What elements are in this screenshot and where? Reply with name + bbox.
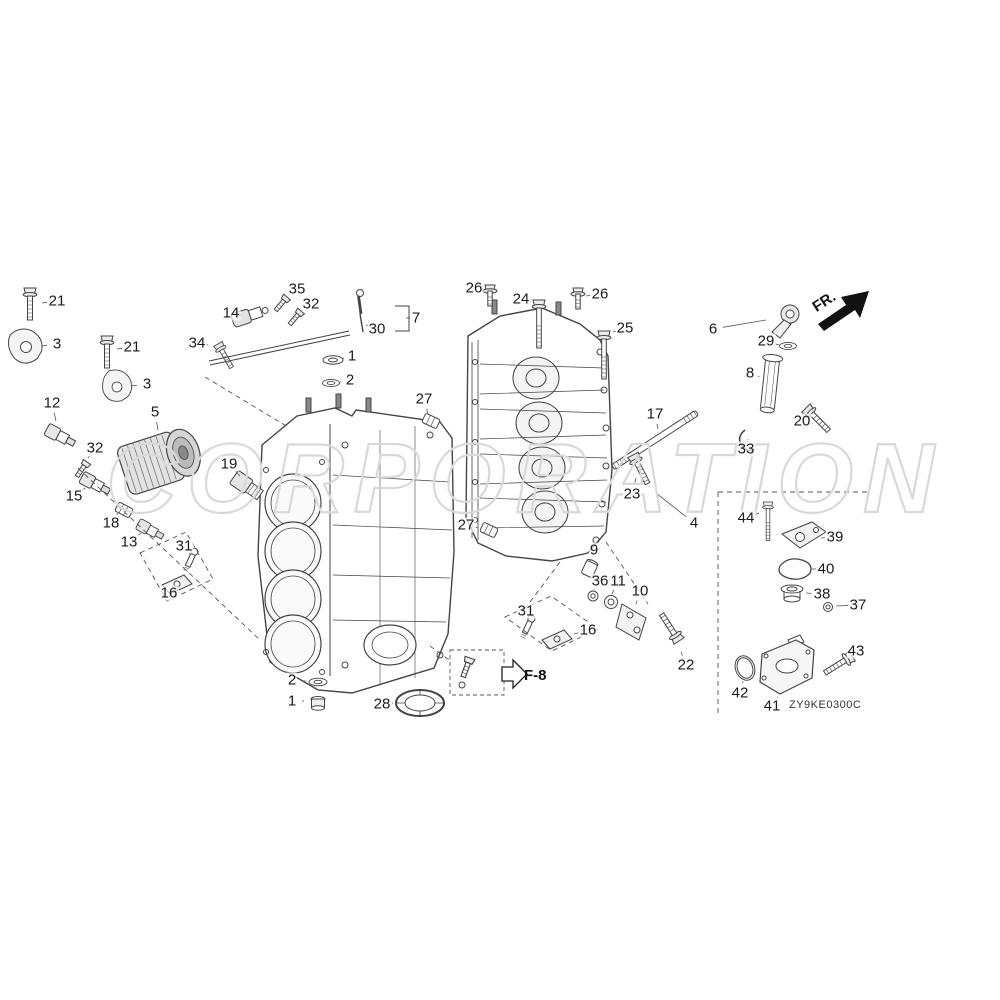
part-clamp-3b — [102, 369, 133, 402]
callout-31: 31 — [174, 537, 194, 555]
bracket-7 — [395, 305, 410, 332]
callout-8: 8 — [744, 364, 756, 382]
callout-24: 24 — [511, 290, 531, 308]
callout-42: 42 — [730, 684, 750, 702]
fr-arrow-icon — [818, 291, 869, 331]
callout-5: 5 — [149, 403, 161, 421]
callout-38: 38 — [812, 585, 832, 603]
part-bolt-21a — [22, 287, 38, 321]
callout-16: 16 — [578, 621, 598, 639]
callout-26: 26 — [464, 279, 484, 297]
callout-12: 12 — [42, 394, 62, 412]
callout-41: 41 — [762, 697, 782, 715]
part-cylinder-block — [257, 393, 455, 694]
callout-31: 31 — [516, 602, 536, 620]
part-bolt-26b — [570, 287, 586, 310]
callout-36: 36 — [590, 572, 610, 590]
callout-16: 16 — [159, 584, 179, 602]
part-oring-42 — [734, 655, 756, 681]
callout-4: 4 — [688, 514, 700, 532]
callout-25: 25 — [615, 319, 635, 337]
callout-43: 43 — [846, 642, 866, 660]
callout-21: 21 — [122, 338, 142, 356]
part-washer-29 — [779, 342, 797, 350]
callout-27: 27 — [456, 516, 476, 534]
callout-35: 35 — [287, 280, 307, 298]
part-washer-1a — [322, 355, 344, 365]
callout-17: 17 — [645, 405, 665, 423]
callout-21: 21 — [47, 292, 67, 310]
part-oil-filter — [116, 428, 201, 495]
part-grommet-38 — [780, 584, 804, 603]
callout-32: 32 — [85, 439, 105, 457]
callout-3: 3 — [51, 335, 63, 353]
callout-23: 23 — [622, 485, 642, 503]
part-cap-9 — [581, 559, 599, 578]
callout-2: 2 — [286, 671, 298, 689]
part-oil-pipe — [208, 330, 351, 366]
part-gasket-40 — [778, 558, 812, 580]
callout-9: 9 — [588, 541, 600, 559]
callout-11: 11 — [609, 572, 627, 590]
part-breather-pipe-30 — [356, 289, 364, 333]
part-washer-2b — [308, 677, 328, 687]
callout-30: 30 — [367, 320, 387, 338]
callout-20: 20 — [792, 412, 812, 430]
callout-3: 3 — [141, 375, 153, 393]
construction-lines — [77, 376, 868, 716]
callout-34: 34 — [187, 334, 207, 352]
part-fitting-19 — [229, 470, 264, 501]
f8-arrow-icon — [501, 658, 528, 690]
callout-44: 44 — [736, 509, 756, 527]
callout-33: 33 — [736, 440, 756, 458]
part-washer-2a — [322, 379, 340, 387]
f8-label: F-8 — [524, 667, 547, 684]
part-seal-28 — [395, 689, 445, 717]
callout-40: 40 — [816, 560, 836, 578]
callout-22: 22 — [676, 656, 696, 674]
f8-reference-group — [449, 649, 528, 696]
part-plug-1b — [310, 696, 326, 711]
callout-29: 29 — [756, 332, 776, 350]
callout-26: 26 — [590, 285, 610, 303]
callout-1: 1 — [286, 692, 298, 710]
callout-2: 2 — [344, 371, 356, 389]
callout-10: 10 — [630, 582, 650, 600]
part-ring-37 — [823, 602, 833, 612]
part-bolt-22 — [655, 609, 686, 646]
part-clamp-3a — [7, 328, 43, 364]
part-bracket-16b — [541, 629, 573, 650]
callout-28: 28 — [372, 695, 392, 713]
part-sensor-12 — [43, 422, 78, 450]
part-ring-11 — [604, 595, 618, 609]
part-code: ZY9KE0300C — [789, 699, 862, 711]
part-ring-36 — [587, 590, 599, 602]
part-housing-41 — [759, 634, 815, 695]
callout-27: 27 — [414, 390, 434, 408]
watermark-text: CORPORATION — [106, 423, 944, 533]
part-crankcase-half — [465, 299, 613, 562]
callout-19: 19 — [219, 455, 239, 473]
part-tube-8 — [759, 354, 784, 414]
callout-13: 13 — [119, 533, 139, 551]
part-plate-10 — [615, 603, 647, 641]
callout-14: 14 — [221, 304, 241, 322]
callout-6: 6 — [707, 320, 719, 338]
callout-18: 18 — [101, 514, 121, 532]
part-oil-passage-6 — [771, 304, 800, 339]
callout-1: 1 — [346, 347, 358, 365]
callout-15: 15 — [64, 487, 84, 505]
callout-7: 7 — [410, 309, 422, 327]
callout-32: 32 — [301, 295, 321, 313]
part-bolt-21b — [99, 335, 115, 369]
callout-39: 39 — [825, 528, 845, 546]
callout-37: 37 — [848, 596, 868, 614]
